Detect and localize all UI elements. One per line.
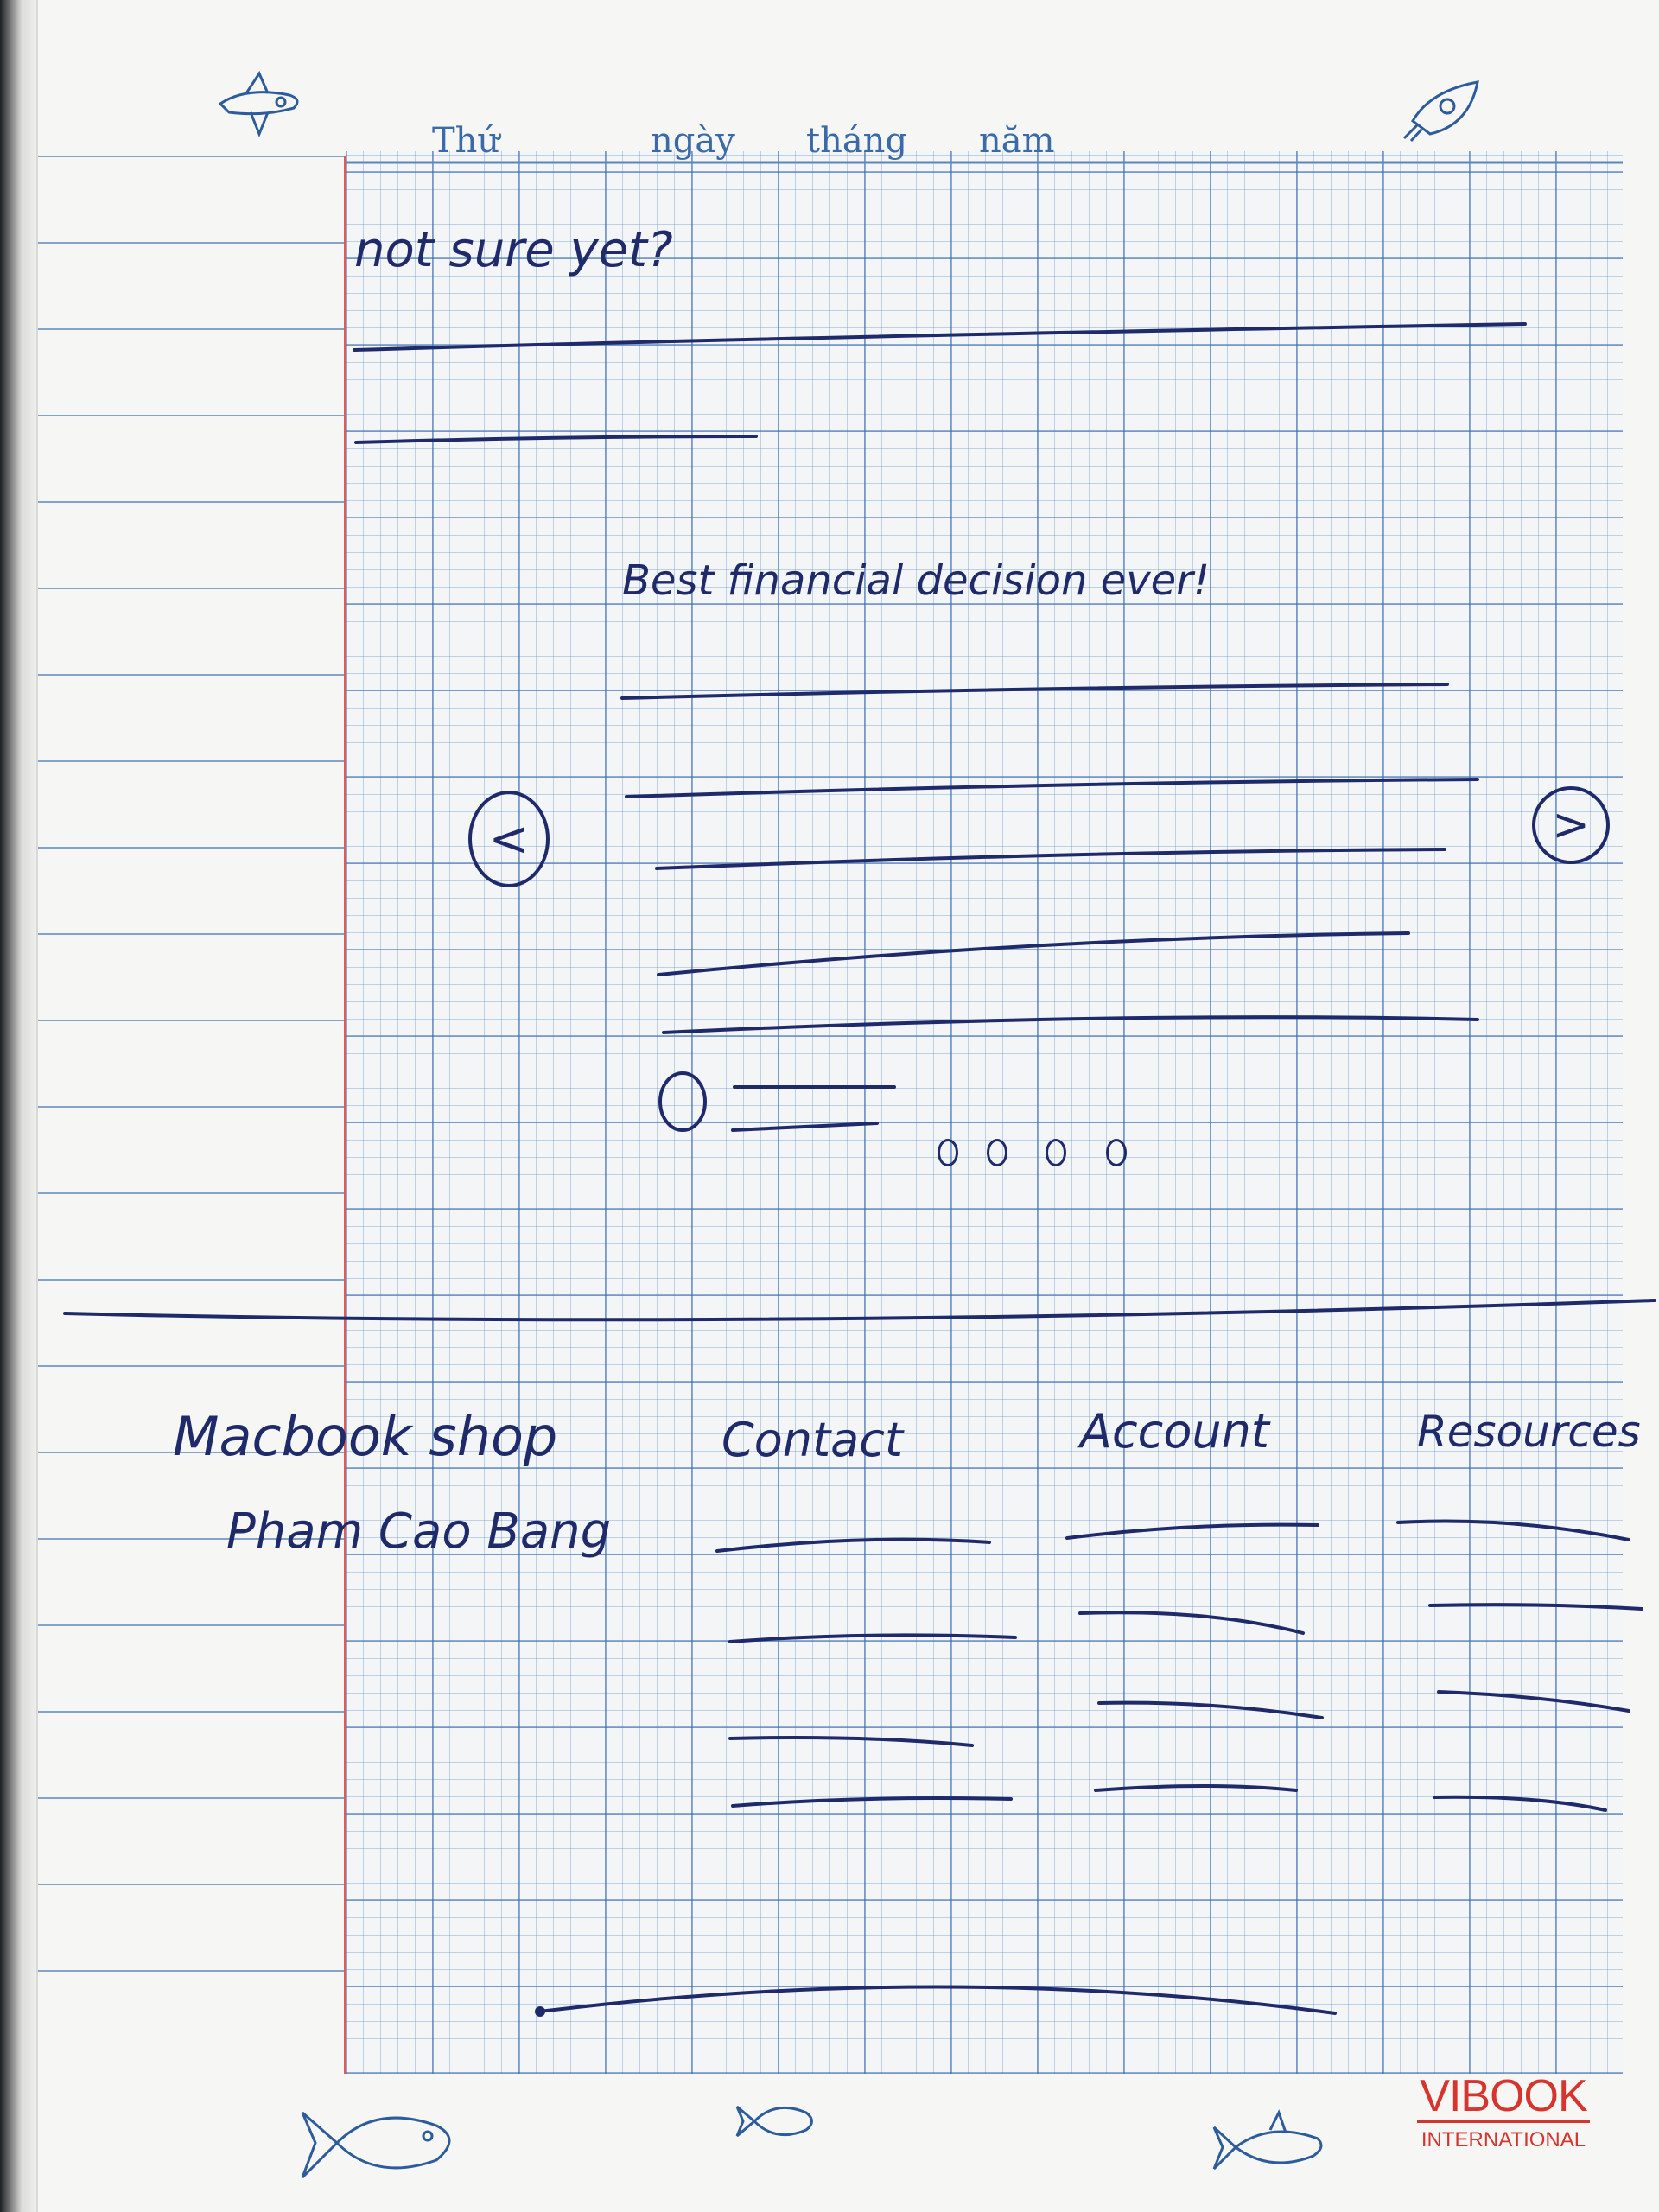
testimonial-quote: Best financial decision ever!: [622, 556, 1211, 605]
ruled-margin-area: [38, 156, 384, 2056]
graph-paper-area: [346, 151, 1623, 2074]
footer-divider: [63, 1299, 1656, 1322]
date-header: Thứ ngày tháng năm: [432, 121, 1123, 164]
quote-line-5: [662, 1015, 1479, 1034]
notebook-spine: [0, 0, 36, 2212]
carousel-dots: [938, 1139, 1136, 1170]
brand-name: VIBOOK: [1417, 2074, 1590, 2123]
hero-subtitle-line-1: [353, 322, 1527, 352]
hero-subtitle-line-2: [354, 435, 758, 444]
red-margin-line: [344, 156, 346, 2074]
author-avatar: [658, 1071, 707, 1132]
small-fish-icon: [735, 2105, 813, 2138]
chevron-right-icon: >: [1552, 799, 1590, 851]
header-thu: Thứ: [432, 121, 500, 161]
header-nam: năm: [979, 121, 1055, 161]
header-rule: [346, 161, 1623, 164]
rocket-icon: [1402, 80, 1479, 143]
chevron-left-icon: <: [488, 810, 530, 868]
hero-heading: not sure yet?: [354, 222, 673, 278]
brand-tagline: INTERNATIONAL: [1421, 2128, 1586, 2152]
prev-button[interactable]: <: [468, 791, 550, 887]
airplane-icon: [218, 70, 299, 138]
quote-line-4: [657, 931, 1410, 976]
quote-line-2: [625, 778, 1479, 798]
footer-column-contact-title: Contact: [721, 1413, 904, 1467]
fish-icon: [301, 2111, 451, 2179]
header-ngay: ngày: [651, 121, 735, 161]
carousel-dot[interactable]: [987, 1139, 1007, 1166]
footer-column-account-title: Account: [1080, 1404, 1269, 1459]
shark-icon: [1212, 2109, 1323, 2171]
carousel-dot[interactable]: [1046, 1139, 1066, 1166]
carousel-dot[interactable]: [1106, 1139, 1127, 1166]
quote-line-3: [655, 848, 1446, 870]
carousel-dot[interactable]: [938, 1139, 958, 1166]
footer-column-resources-title: Resources: [1417, 1407, 1641, 1457]
next-button[interactable]: >: [1532, 786, 1610, 864]
vibook-logo: VIBOOK INTERNATIONAL: [1417, 2074, 1590, 2152]
copyright-line: [538, 1985, 1337, 2015]
footer-brand-name: Macbook shop: [173, 1405, 558, 1468]
header-thang: tháng: [806, 121, 908, 161]
footer-brand-owner: Pham Cao Bang: [226, 1503, 612, 1560]
quote-line-1: [620, 683, 1449, 700]
author-role-line: [731, 1122, 879, 1132]
